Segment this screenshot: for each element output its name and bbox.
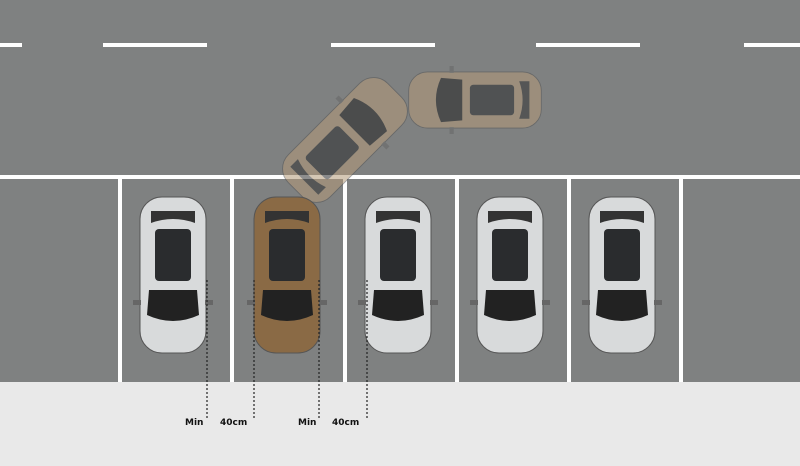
parked-car [581, 196, 663, 354]
parked-car [357, 196, 439, 354]
bronze-car [246, 196, 328, 354]
min-label: Min [298, 418, 317, 428]
parking-lines [0, 175, 800, 382]
gap-label: 40cm [332, 418, 360, 428]
gap-label: 40cm [220, 418, 248, 428]
parked-car [132, 196, 214, 354]
lane-dashes [0, 43, 800, 47]
measure-lines [206, 280, 368, 420]
parked-car [469, 196, 551, 354]
min-label: Min [185, 418, 204, 428]
